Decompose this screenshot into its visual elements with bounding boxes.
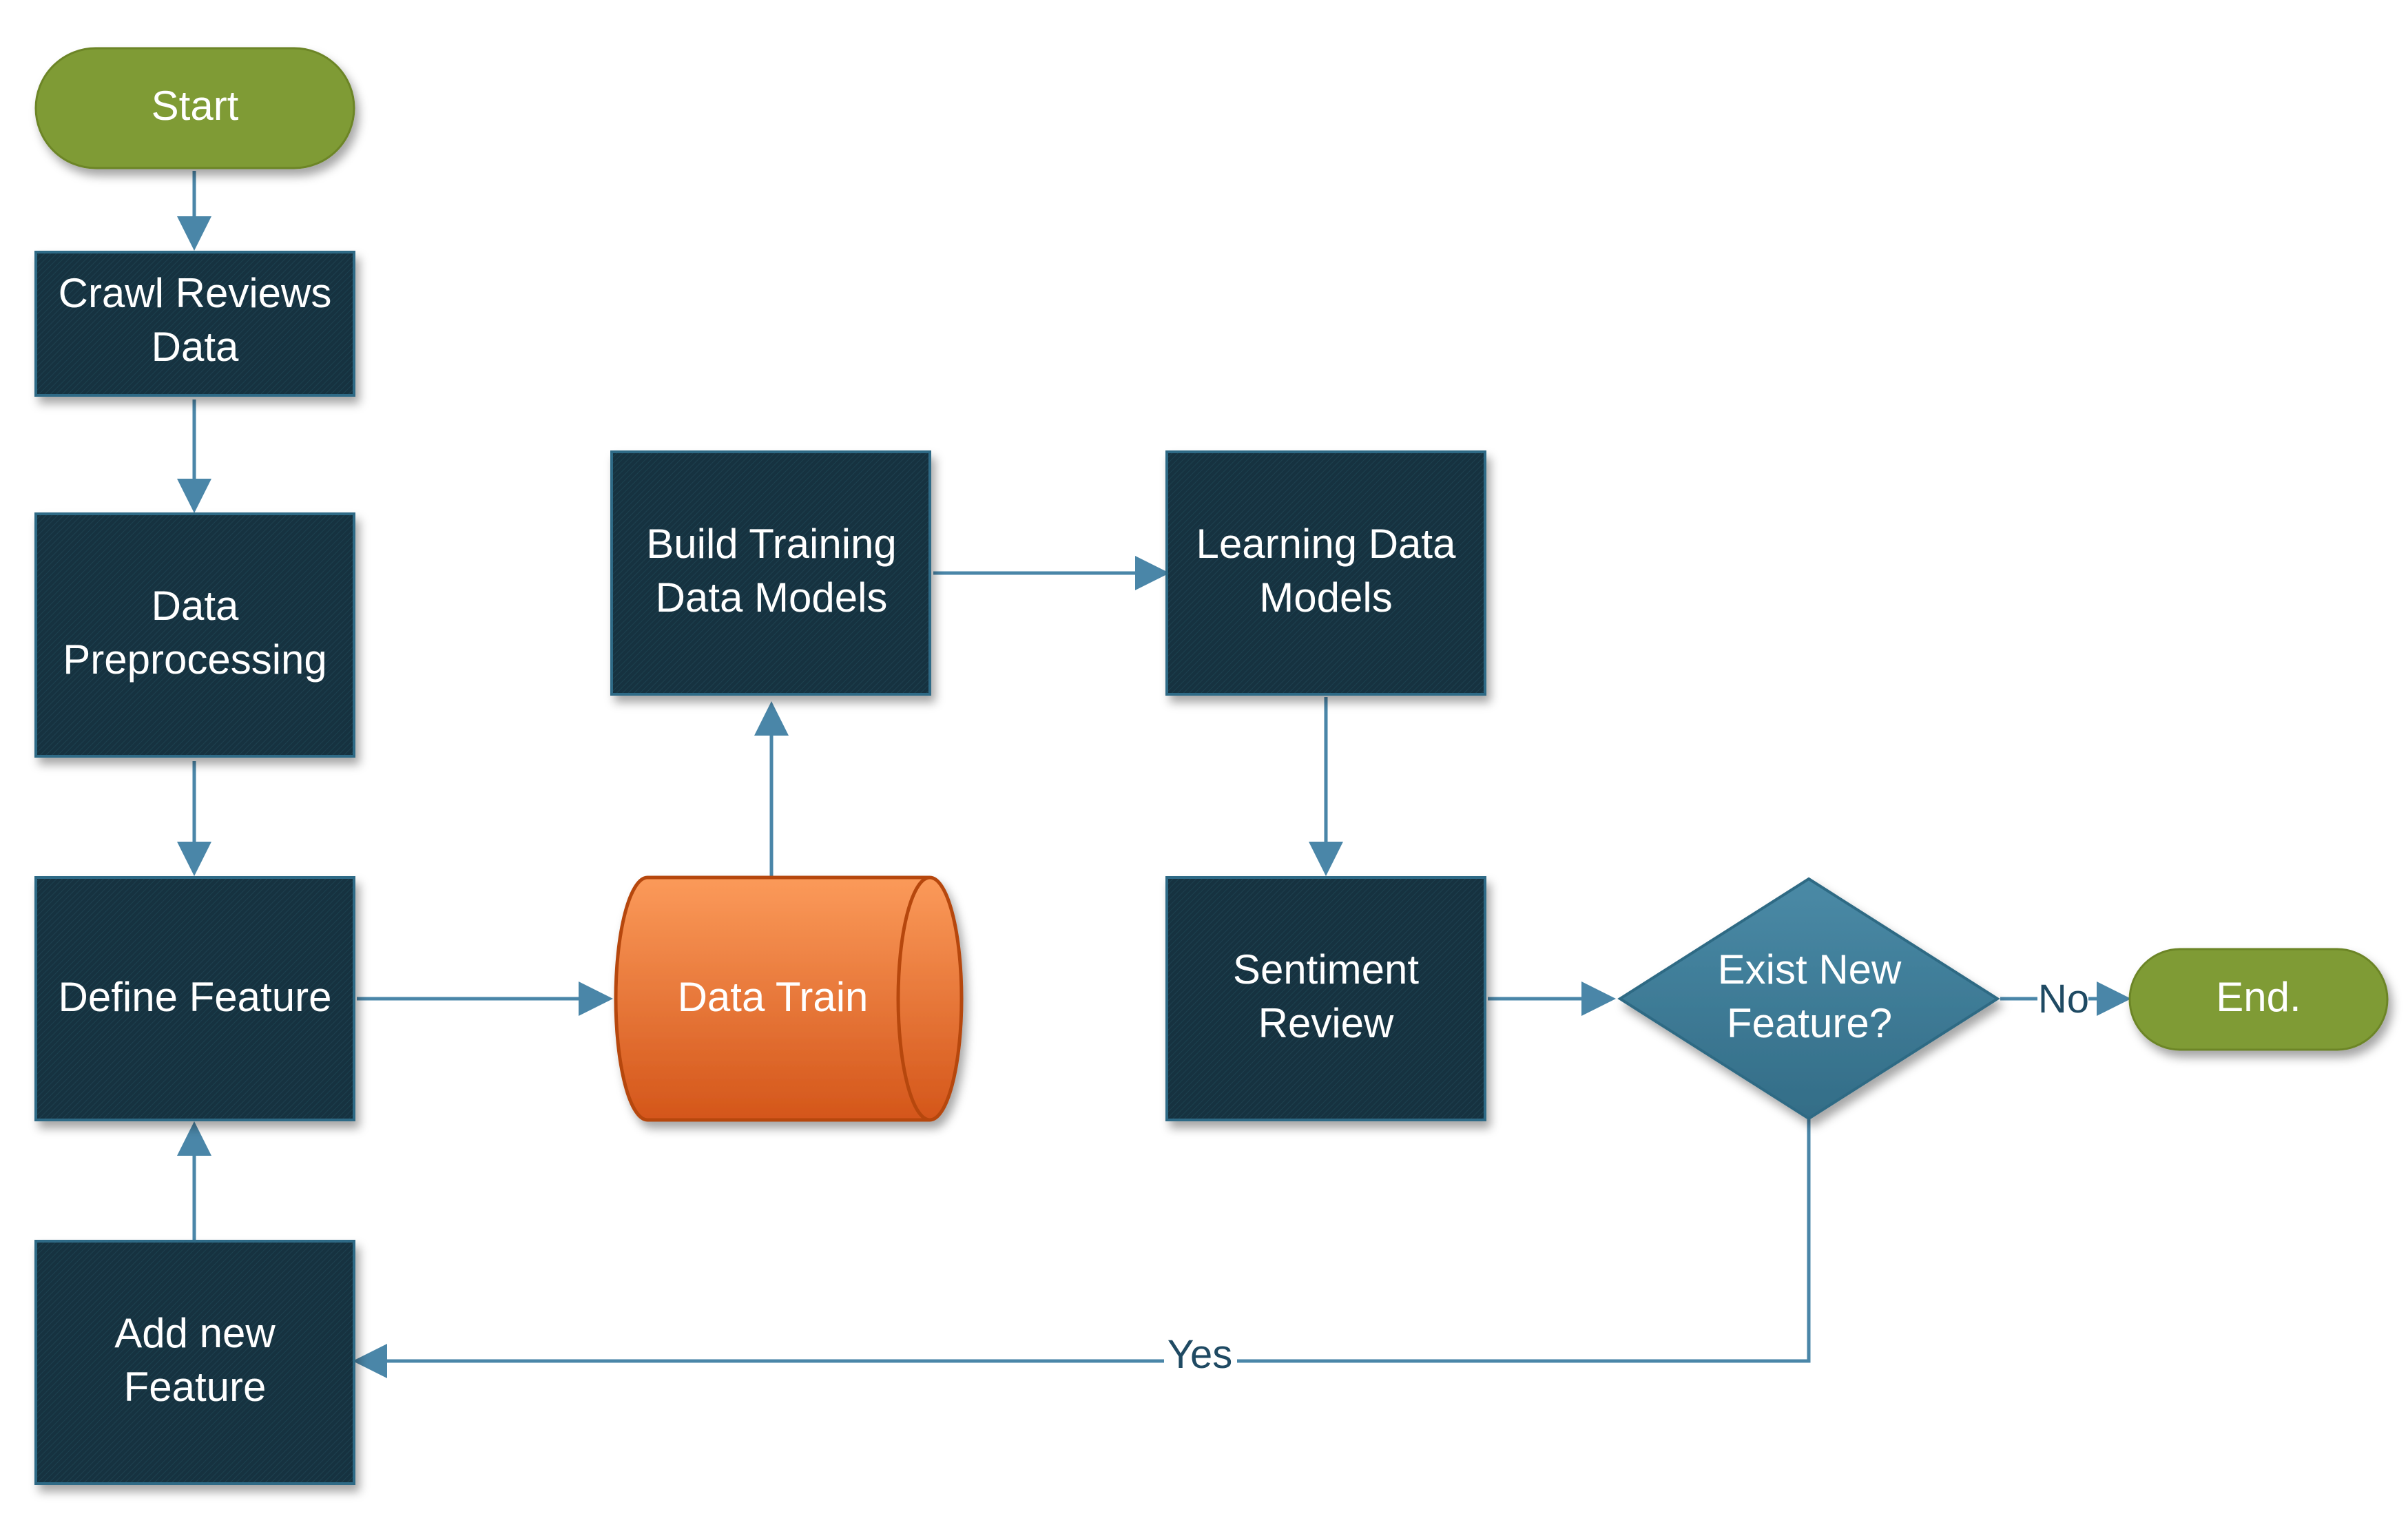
add-new-feature-box: Add new Feature [34, 1240, 355, 1485]
define-feature-box: Define Feature [34, 876, 355, 1121]
start-label: Start [152, 83, 239, 129]
add-label-line1: Add new [114, 1310, 276, 1356]
learning-data-models-box: Learning Data Models [1165, 450, 1486, 696]
edge-label-no: No [2038, 977, 2089, 1021]
exist-new-feature-decision: Exist New Feature? [1617, 877, 2000, 1121]
learn-label-line1: Learning Data [1196, 521, 1457, 567]
edge-decision-add [353, 1118, 1811, 1378]
crawl-reviews-data-box: Crawl Reviews Data [34, 251, 355, 397]
sentiment-label-line1: Sentiment [1233, 946, 1419, 993]
start-terminal: Start [34, 47, 355, 169]
build-training-data-models-box: Build Training Data Models [610, 450, 931, 696]
build-label-line2: Data Models [656, 574, 888, 621]
train-label: Data Train [678, 974, 869, 1020]
define-label: Define Feature [59, 974, 332, 1020]
edge-label-no-bg [2037, 978, 2088, 1021]
data-train-datastore: Data Train [614, 875, 964, 1122]
data-preprocessing-box: Data Preprocessing [34, 512, 355, 758]
decision-label-line2: Feature? [1727, 1000, 1892, 1046]
sentiment-label-line2: Review [1258, 1000, 1394, 1046]
sentiment-review-box: Sentiment Review [1165, 876, 1486, 1121]
build-label-line1: Build Training [646, 521, 897, 567]
decision-label-line1: Exist New [1718, 946, 1902, 993]
edge-label-yes-bg [1164, 1338, 1237, 1382]
end-label: End. [2216, 974, 2301, 1020]
crawl-label-line1: Crawl Reviews [59, 270, 332, 316]
edge-label-yes: Yes [1167, 1332, 1233, 1377]
end-terminal: End. [2128, 948, 2389, 1051]
preprocess-label-line1: Data [152, 583, 239, 629]
learn-label-line2: Models [1259, 574, 1392, 621]
crawl-label-line2: Data [152, 324, 239, 370]
add-label-line2: Feature [124, 1364, 267, 1410]
preprocess-label-line2: Preprocessing [63, 636, 327, 683]
